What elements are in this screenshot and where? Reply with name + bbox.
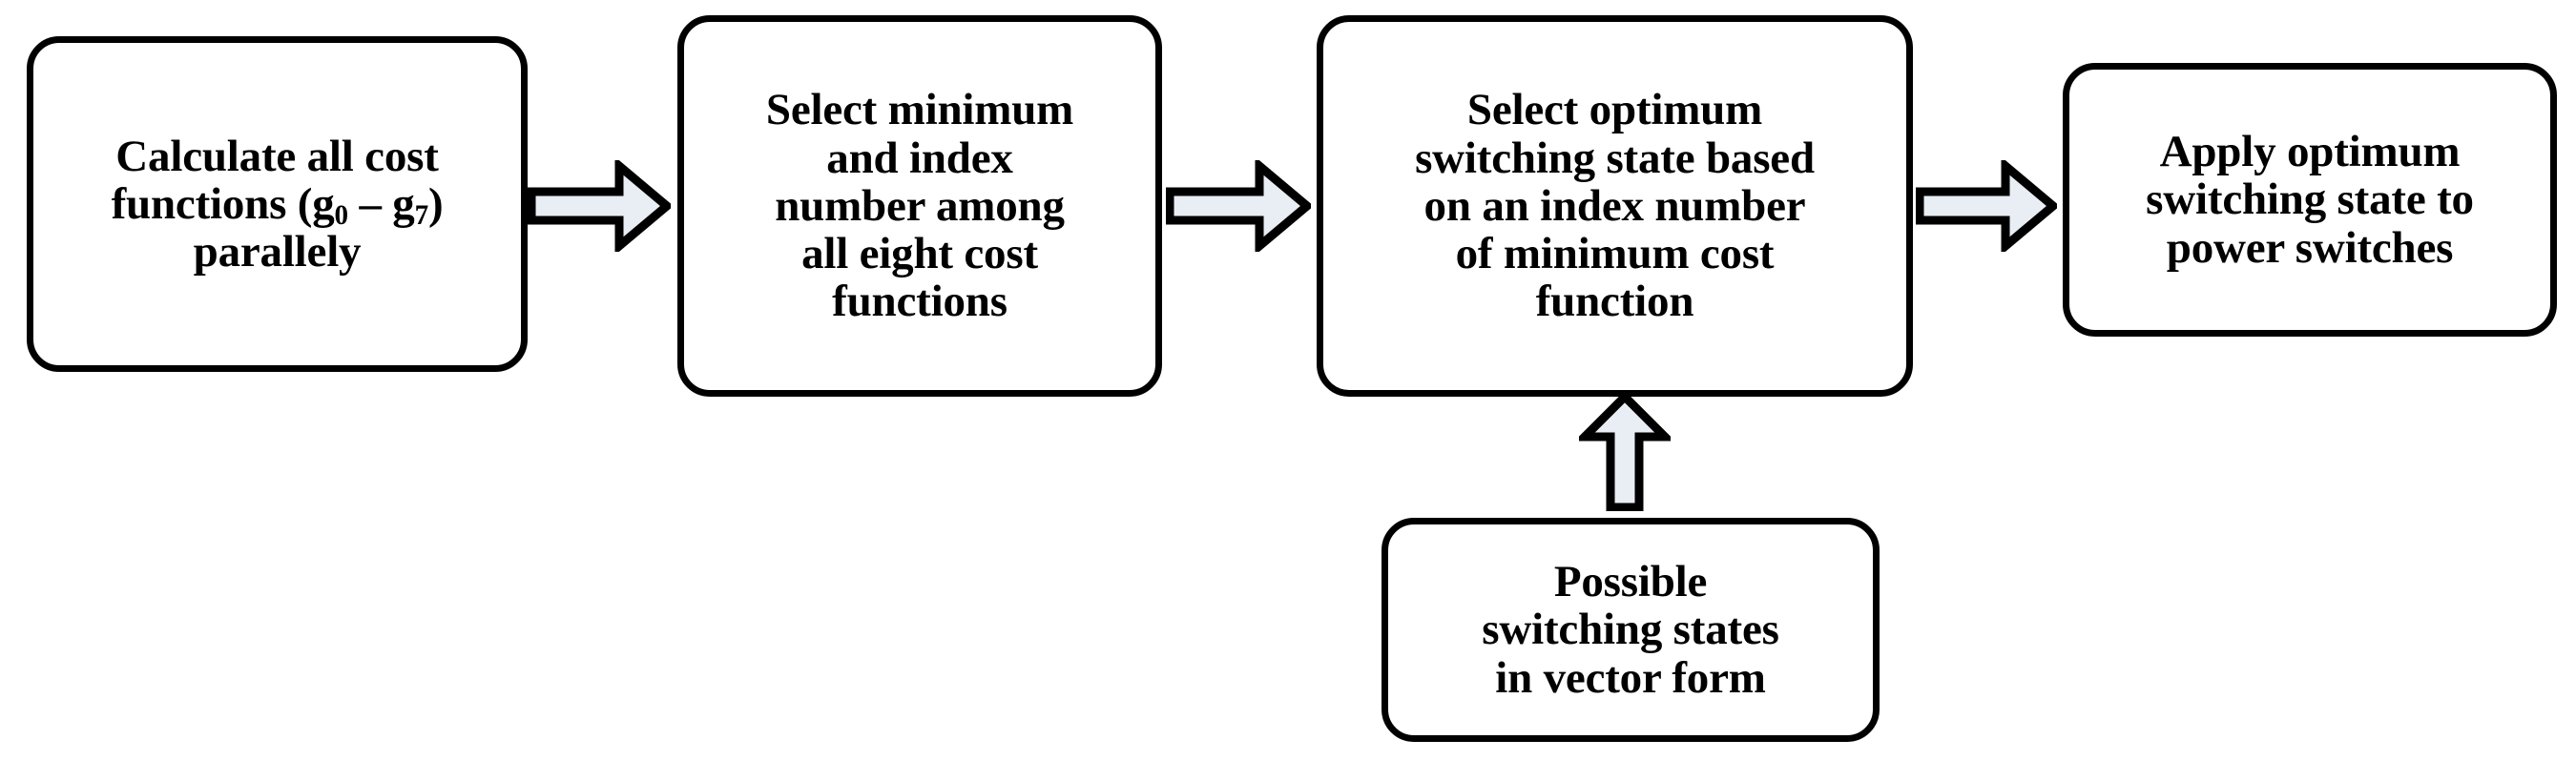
node1-line2-mid: – g: [347, 178, 415, 229]
node1-line2-post: ): [427, 178, 444, 229]
node-select-optimum-state[interactable]: Select optimum switching state based on …: [1317, 15, 1913, 397]
arrow-right-2: [1166, 160, 1311, 252]
arrow-right-3: [1916, 160, 2057, 252]
node-apply-optimum-state-label: Apply optimum switching state to power s…: [2146, 127, 2474, 273]
node-select-minimum-index-label: Select minimum and index number among al…: [765, 85, 1074, 327]
arrow-up-1: [1579, 393, 1671, 511]
node1-line1: Calculate all cost: [115, 131, 439, 181]
node-select-minimum-index[interactable]: Select minimum and index number among al…: [677, 15, 1162, 397]
arrow-right-1: [528, 160, 671, 252]
node1-subscript-seven: 7: [414, 200, 429, 232]
node1-line3: parallely: [193, 227, 362, 277]
node-possible-switching-states[interactable]: Possible switching states in vector form: [1381, 518, 1880, 742]
node1-subscript-zero: 0: [334, 200, 349, 232]
node-apply-optimum-state[interactable]: Apply optimum switching state to power s…: [2063, 63, 2557, 337]
node1-line2-pre: functions (g: [111, 178, 335, 229]
node-select-optimum-state-label: Select optimum switching state based on …: [1415, 85, 1815, 327]
node-possible-switching-states-label: Possible switching states in vector form: [1482, 557, 1779, 703]
